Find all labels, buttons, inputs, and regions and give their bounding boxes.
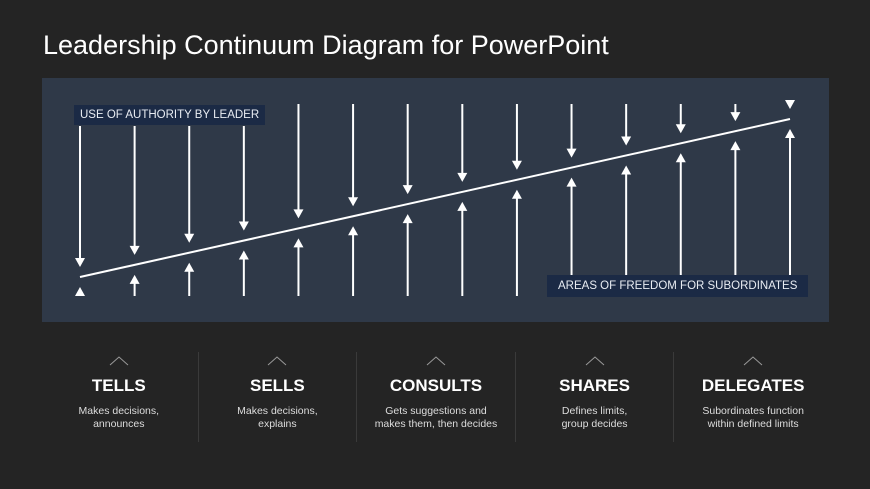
arrow-up-icon (621, 165, 632, 175)
chevron-up-icon (426, 356, 446, 366)
arrow-down-icon (129, 245, 140, 255)
style-sells: SELLS Makes decisions, explains (199, 352, 358, 442)
arrow-up-icon (75, 287, 85, 296)
continuum-line (79, 118, 791, 278)
arrow-up-icon (566, 177, 577, 187)
arrow-down-icon (730, 112, 741, 122)
style-name: CONSULTS (389, 376, 483, 395)
arrow-up-icon (511, 189, 522, 199)
style-name: DELEGATES (701, 376, 805, 395)
style-desc: Makes decisions, explains (237, 405, 318, 430)
style-desc: Defines limits, group decides (561, 405, 628, 430)
style-delegates: DELEGATES Subordinates function within d… (674, 352, 832, 442)
style-columns: TELLS Makes decisions, announces SELLS M… (40, 352, 832, 442)
arrow-up-icon (457, 201, 468, 211)
style-desc: Subordinates function within defined lim… (702, 405, 804, 430)
chevron-up-icon (109, 356, 129, 366)
arrow-down-icon (238, 221, 249, 231)
arrow-down-icon (675, 124, 686, 134)
style-desc: Makes decisions, announces (78, 405, 160, 430)
page-title: Leadership Continuum Diagram for PowerPo… (43, 30, 609, 60)
arrow-up-icon (129, 274, 140, 284)
arrow-down-icon (293, 209, 304, 219)
arrow-down-icon (457, 172, 468, 182)
arrow-up-icon (348, 226, 359, 236)
arrow-up-icon (730, 141, 741, 151)
authority-label: USE OF AUTHORITY BY LEADER (74, 105, 266, 125)
style-name: TELLS (91, 376, 146, 395)
arrow-up-icon (184, 262, 195, 272)
chevron-up-icon (268, 356, 287, 366)
arrow-up-icon (293, 238, 304, 248)
arrow-down-icon (75, 258, 85, 267)
style-name: SHARES (559, 376, 630, 395)
chevron-up-icon (743, 356, 763, 366)
arrow-down-icon (402, 185, 413, 195)
arrow-down-icon (511, 160, 522, 170)
freedom-label: AREAS OF FREEDOM FOR SUBORDINATES (547, 275, 809, 297)
style-desc: Gets suggestions and makes them, then de… (374, 405, 498, 430)
arrow-down-icon (621, 136, 632, 146)
arrow-up-icon (785, 129, 795, 138)
style-consults: CONSULTS Gets suggestions and makes them… (357, 352, 516, 442)
chevron-up-icon (585, 356, 604, 366)
arrow-up-icon (402, 214, 413, 224)
arrow-up-icon (675, 153, 686, 163)
style-shares: SHARES Defines limits, group decides (516, 352, 675, 442)
arrow-down-icon (785, 100, 795, 109)
arrow-down-icon (348, 197, 359, 207)
style-name: SELLS (249, 376, 305, 395)
arrow-up-icon (238, 250, 249, 260)
arrow-down-icon (184, 233, 195, 243)
arrow-down-icon (566, 148, 577, 158)
style-tells: TELLS Makes decisions, announces (40, 352, 199, 442)
